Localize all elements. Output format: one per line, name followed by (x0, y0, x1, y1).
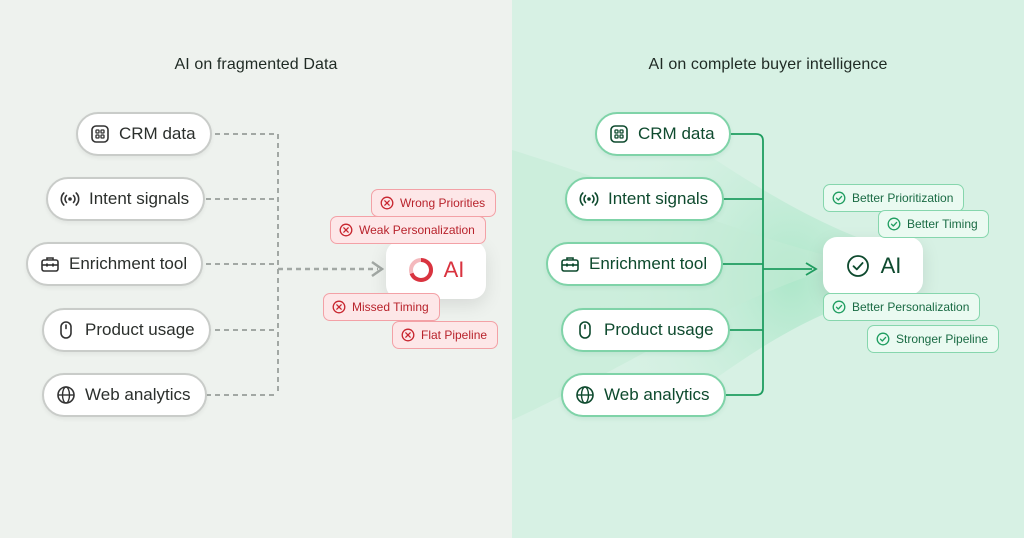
outcome-missed-timing: Missed Timing (323, 293, 440, 321)
globe-icon (575, 385, 595, 405)
ai-hub-label: AI (880, 253, 902, 278)
toolbox-icon (560, 254, 580, 274)
fragmented-data-panel: AI on fragmented Data CRM data Intent si… (0, 0, 512, 538)
source-label: CRM data (119, 124, 196, 143)
outcome-stronger-pipeline: Stronger Pipeline (867, 325, 1000, 353)
source-crm-data: CRM data (76, 112, 212, 156)
mouse-icon (56, 320, 76, 340)
signal-icon (60, 189, 80, 209)
mouse-icon (575, 320, 595, 340)
x-circle-icon (401, 328, 415, 342)
signal-icon (579, 189, 599, 209)
check-circle-icon (832, 300, 846, 314)
ai-hub-complete: AI (823, 237, 923, 295)
source-label: Web analytics (85, 385, 191, 404)
source-product-usage: Product usage (561, 308, 730, 352)
outcome-label: Weak Personalization (359, 223, 475, 237)
source-label: Enrichment tool (589, 254, 708, 273)
outcome-better-personalization: Better Personalization (823, 293, 981, 321)
outcome-flat-pipeline: Flat Pipeline (392, 321, 499, 349)
x-circle-icon (380, 196, 394, 210)
grid-icon (90, 124, 110, 144)
source-enrichment-tool: Enrichment tool (26, 242, 204, 286)
source-label: Product usage (85, 320, 195, 339)
outcome-label: Flat Pipeline (421, 328, 488, 342)
source-label: Web analytics (604, 385, 710, 404)
source-intent-signals: Intent signals (565, 177, 725, 221)
source-label: Enrichment tool (69, 254, 188, 273)
source-label: CRM data (638, 124, 715, 143)
outcome-label: Missed Timing (352, 300, 429, 314)
check-circle-icon (845, 253, 871, 279)
source-label: Intent signals (608, 189, 709, 208)
check-circle-icon (887, 217, 901, 231)
x-circle-icon (339, 223, 353, 237)
grid-icon (609, 124, 629, 144)
ai-hub-fragmented: AI (386, 241, 486, 299)
outcome-wrong-priorities: Wrong Priorities (371, 189, 497, 217)
source-crm-data: CRM data (595, 112, 731, 156)
dashed-connectors (206, 133, 385, 396)
source-web-analytics: Web analytics (561, 373, 726, 417)
source-intent-signals: Intent signals (46, 177, 206, 221)
outcome-label: Stronger Pipeline (896, 332, 989, 346)
source-label: Product usage (604, 320, 714, 339)
outcome-label: Better Prioritization (852, 191, 954, 205)
ai-hub-label: AI (443, 257, 465, 282)
source-enrichment-tool: Enrichment tool (546, 242, 724, 286)
left-panel-title: AI on fragmented Data (174, 56, 338, 73)
check-circle-icon (832, 191, 846, 205)
x-circle-icon (332, 300, 346, 314)
source-label: Intent signals (89, 189, 190, 208)
toolbox-icon (40, 254, 60, 274)
outcome-weak-personalization: Weak Personalization (330, 216, 486, 244)
loading-ring-icon (408, 257, 434, 283)
source-product-usage: Product usage (42, 308, 211, 352)
complete-intelligence-panel: AI on complete buyer intelligence CRM da… (512, 0, 1024, 538)
outcome-label: Better Timing (907, 217, 978, 231)
check-circle-icon (876, 332, 890, 346)
source-web-analytics: Web analytics (42, 373, 207, 417)
right-panel-title: AI on complete buyer intelligence (648, 56, 888, 73)
outcome-better-timing: Better Timing (878, 210, 989, 238)
outcome-label: Wrong Priorities (400, 196, 486, 210)
outcome-better-prioritization: Better Prioritization (823, 184, 965, 212)
outcome-label: Better Personalization (852, 300, 970, 314)
globe-icon (56, 385, 76, 405)
